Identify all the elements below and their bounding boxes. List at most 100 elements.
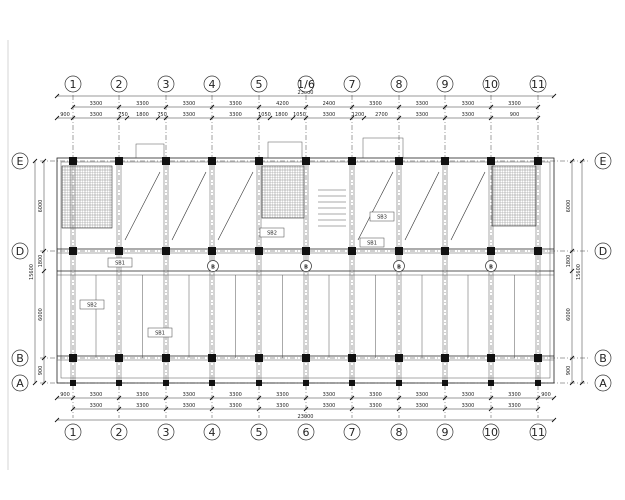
top-total-dim-label-0: 23000 bbox=[298, 90, 314, 96]
slab-tag-0: SB1 bbox=[115, 261, 125, 267]
axis-top-9-circle bbox=[436, 75, 454, 93]
top-dim-row2-tick-0 bbox=[54, 115, 60, 121]
slab-tag-2: SB3 bbox=[377, 215, 387, 221]
bottom-dim-row2-label-1: 3300 bbox=[136, 403, 149, 409]
axis-bottom-10: 10 bbox=[484, 426, 498, 439]
bottom-dim-row1-tick-0 bbox=[54, 395, 60, 401]
axis-top-7: 7 bbox=[349, 78, 356, 91]
column-5 bbox=[255, 157, 263, 165]
bottom-dim-row1-tick-2 bbox=[116, 395, 122, 401]
slab-diagonal-3 bbox=[357, 171, 394, 241]
top-dim-row2-tick-10 bbox=[303, 115, 309, 121]
structure bbox=[56, 137, 555, 386]
axis-bottom-11-circle bbox=[529, 423, 547, 441]
bottom-dim-row1-label-11: 900 bbox=[541, 392, 551, 398]
bottom-dim-row2-label-9: 3300 bbox=[508, 403, 521, 409]
axis-top-3-circle bbox=[157, 75, 175, 93]
column-8 bbox=[395, 354, 403, 362]
bottom-dim-row2-tick-9 bbox=[488, 406, 494, 412]
bottom-dim-row2-tick-2 bbox=[163, 406, 169, 412]
room-mark-circle-1 bbox=[300, 260, 312, 272]
slab-tag-box-2 bbox=[369, 211, 395, 222]
axis-right-D-circle bbox=[594, 242, 612, 260]
top-dim-row1-tick-6 bbox=[349, 104, 355, 110]
top-dim-row2-label-12: 2700 bbox=[375, 112, 388, 118]
bottom-dim-row2-tick-6 bbox=[349, 406, 355, 412]
bottom-dim-row1-tick-10 bbox=[488, 395, 494, 401]
bottom-dim-row1-label-7: 3300 bbox=[369, 392, 382, 398]
room-mark-2: B bbox=[397, 265, 401, 271]
top-dim-row1-tick-5 bbox=[303, 104, 309, 110]
slab-tag-3: SB1 bbox=[155, 331, 165, 337]
bottom-dim-row1-tick-11 bbox=[535, 395, 541, 401]
bottom-dim-row1-tick-5 bbox=[256, 395, 262, 401]
top-dim-row1-label-8: 3300 bbox=[462, 101, 475, 107]
axis-right-E-circle bbox=[594, 152, 612, 170]
column-a-9 bbox=[442, 380, 448, 386]
top-dim-row2-tick-6 bbox=[209, 115, 215, 121]
bottom-dim-row2-tick-8 bbox=[442, 406, 448, 412]
bottom-dim-row2-tick-5 bbox=[303, 406, 309, 412]
top-dim-row2-tick-2 bbox=[116, 115, 122, 121]
axis-top-1-circle bbox=[64, 75, 82, 93]
axis-top-9: 9 bbox=[442, 78, 449, 91]
left-dim-label-3: 900 bbox=[38, 366, 44, 376]
right-dim-label-3: 900 bbox=[566, 366, 572, 376]
column-7 bbox=[348, 354, 356, 362]
axis-bottom-8-circle bbox=[390, 423, 408, 441]
bottom-dim-row1-label-4: 3300 bbox=[229, 392, 242, 398]
slab-diagonal-0 bbox=[124, 171, 161, 241]
column-a-10 bbox=[488, 380, 494, 386]
axis-bottom-4: 4 bbox=[209, 426, 216, 439]
top-dim-row2-tick-13 bbox=[396, 115, 402, 121]
bottom-dim-row1-label-8: 3300 bbox=[416, 392, 429, 398]
axis-bottom-3-circle bbox=[157, 423, 175, 441]
top-total-dim-tick-0 bbox=[54, 93, 60, 99]
left-dim-label-1: 1800 bbox=[38, 255, 44, 268]
left-dim-tick-0 bbox=[41, 158, 47, 164]
top-dim-row2-tick-14 bbox=[442, 115, 448, 121]
left-dim-tick-3 bbox=[41, 355, 47, 361]
hatched-zone-0 bbox=[61, 165, 113, 229]
column-a-1 bbox=[70, 380, 76, 386]
axis-bottom-9-circle bbox=[436, 423, 454, 441]
left-total-dim-label-0: 15600 bbox=[29, 264, 35, 280]
slab-tag-5: SB1 bbox=[367, 241, 377, 247]
axis-top-2-circle bbox=[110, 75, 128, 93]
slab-tag-1: SB2 bbox=[267, 231, 277, 237]
bottom-dim-row1-label-0: 900 bbox=[60, 392, 70, 398]
column-1 bbox=[69, 247, 77, 255]
right-dim-tick-0 bbox=[569, 158, 575, 164]
top-dim-row2-label-3: 1800 bbox=[136, 112, 149, 118]
slab-tag-box-5 bbox=[359, 237, 385, 248]
bottom-dim-row2-label-0: 3300 bbox=[90, 403, 103, 409]
top-dim-row2-label-13: 3300 bbox=[416, 112, 429, 118]
bottom-dim-row1-tick-9 bbox=[442, 395, 448, 401]
right-dim-tick-4 bbox=[569, 380, 575, 386]
axis-top-2: 2 bbox=[116, 78, 123, 91]
column-5 bbox=[255, 247, 263, 255]
bottom-dim-row1-tick-7 bbox=[349, 395, 355, 401]
axis-top-8-circle bbox=[390, 75, 408, 93]
top-dim-row2-label-6: 3300 bbox=[229, 112, 242, 118]
slab-diagonal-4 bbox=[404, 171, 440, 241]
axis-bottom-10-circle bbox=[482, 423, 500, 441]
room-mark-3: B bbox=[489, 265, 493, 271]
axis-top-7-circle bbox=[343, 75, 361, 93]
room-mark-circle-0 bbox=[207, 260, 219, 272]
bottom-dim-row2-label-7: 3300 bbox=[416, 403, 429, 409]
right-dim-tick-3 bbox=[569, 355, 575, 361]
slab-tag-box-4 bbox=[79, 299, 105, 310]
axis-bottom-6: 6 bbox=[303, 426, 310, 439]
column-3 bbox=[162, 354, 170, 362]
top-dim-row1-tick-1 bbox=[116, 104, 122, 110]
column-3 bbox=[162, 247, 170, 255]
bottom-dim-row1-label-2: 3300 bbox=[136, 392, 149, 398]
axis-right-E: E bbox=[600, 155, 607, 168]
column-a-8 bbox=[396, 380, 402, 386]
axis-bottom-4-circle bbox=[203, 423, 221, 441]
column-11 bbox=[534, 354, 542, 362]
bottom-dim-row2-tick-1 bbox=[116, 406, 122, 412]
right-dim-label-0: 6000 bbox=[566, 200, 572, 213]
